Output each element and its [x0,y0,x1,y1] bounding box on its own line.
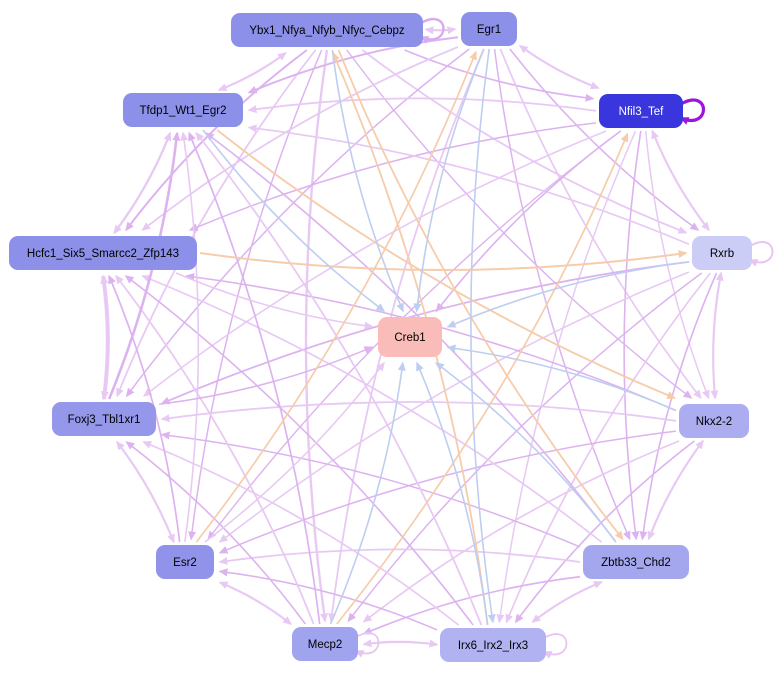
edge-zbtb33-foxj3 [160,431,581,548]
node-label-irx6: Irx6_Irx2_Irx3 [458,640,528,652]
edge-zbtb33-creb1 [434,362,617,543]
edge-nfil3-tfdp1 [247,97,597,114]
edge-esr2-creb1 [204,361,385,543]
edge-nfil3-irx6 [496,130,637,624]
edge-zbtb33-mecp2 [362,575,581,635]
edge-mecp2-tfdp1 [188,131,321,625]
edge-esr2-tfdp1 [180,131,200,543]
edge-rxrb-irx6 [505,272,711,624]
edge-zbtb33-hcfc1 [141,275,603,543]
edge-mecp2-hcfc1 [115,274,315,625]
edge-rxrb-tfdp1 [247,124,690,246]
node-label-tfdp1: Tfdp1_Wt1_Egr2 [140,105,227,117]
node-nfil3[interactable]: Nfil3_Tef [599,94,683,128]
node-egr1[interactable]: Egr1 [461,12,517,46]
edge-esr2-egr1 [195,50,477,543]
edge-nkx22-creb1 [446,344,677,412]
node-label-ybx1: Ybx1_Nfya_Nfyb_Nfyc_Cebpz [249,25,405,37]
edge-rxrb-creb1 [446,261,690,328]
edge-hcfc1-tfdp1 [113,131,172,235]
node-tfdp1[interactable]: Tfdp1_Wt1_Egr2 [123,93,243,127]
edge-irx6-esr2 [218,568,438,631]
edge-ybx1-zbtb33 [337,49,624,541]
node-label-zbtb33: Zbtb33_Chd2 [601,557,671,569]
edge-nfil3-creb1 [435,130,622,313]
edge-ybx1-rxrb [361,49,688,234]
node-label-nfil3: Nfil3_Tef [619,106,665,118]
edge-irx6-tfdp1 [195,131,483,626]
edge-egr1-rxrb [509,48,700,231]
edge-mecp2-esr2 [218,581,293,625]
self-loop-nfil3 [679,98,705,125]
node-zbtb33[interactable]: Zbtb33_Chd2 [583,545,689,579]
edge-tfdp1-nkx22 [216,129,677,399]
node-creb1[interactable]: Creb1 [378,317,442,357]
edge-rxrb-nkx22 [710,271,724,400]
edge-tfdp1-ybx1 [217,52,287,92]
node-esr2[interactable]: Esr2 [156,545,214,579]
edge-nfil3-foxj3 [142,130,607,397]
edge-hcfc1-creb1 [175,272,374,330]
node-label-egr1: Egr1 [477,24,501,36]
node-label-creb1: Creb1 [394,332,425,344]
node-label-rxrb: Rxrb [710,248,734,260]
node-nkx22[interactable]: Nkx2-2 [679,404,749,438]
edge-egr1-irx6 [470,48,496,624]
edge-zbtb33-irx6 [531,580,603,623]
node-ybx1[interactable]: Ybx1_Nfya_Nfyb_Nfyc_Cebpz [231,13,423,47]
edge-mecp2-nfil3 [336,132,629,625]
edge-nkx22-zbtb33 [647,439,704,541]
edge-nfil3-rxrb [651,129,710,232]
node-irx6[interactable]: Irx6_Irx2_Irx3 [440,628,546,662]
edge-ybx1-creb1 [331,49,404,313]
edge-rxrb-foxj3 [160,260,690,405]
edge-egr1-tfdp1 [247,36,459,94]
edge-nkx22-foxj3 [160,401,677,423]
self-loop-rxrb [748,241,774,267]
edge-zbtb33-esr2 [218,548,581,565]
edge-tfdp1-creb1 [202,129,386,312]
edge-irx6-creb1 [416,361,489,626]
edge-mecp2-creb1 [329,361,406,625]
node-label-mecp2: Mecp2 [308,639,343,651]
node-label-hcfc1: Hcfc1_Six5_Smarcc2_Zfp143 [27,248,179,260]
edge-ybx1-nkx22 [346,49,693,399]
edge-nfil3-hcfc1 [188,122,597,231]
self-loop-mecp2 [354,632,380,658]
edge-irx6-mecp2 [362,639,439,648]
edge-foxj3-creb1 [158,346,374,406]
edge-nkx22-mecp2 [362,440,680,623]
node-hcfc1[interactable]: Hcfc1_Six5_Smarcc2_Zfp143 [9,236,197,270]
edge-esr2-foxj3 [116,440,175,544]
edge-egr1-nkx22 [499,48,702,400]
node-mecp2[interactable]: Mecp2 [292,627,358,661]
edge-nfil3-zbtb33 [623,130,642,541]
edge-nkx22-esr2 [218,430,677,554]
edge-ybx1-nfil3 [404,49,595,102]
edge-ybx1-mecp2 [304,49,329,623]
edge-irx6-foxj3 [142,441,460,626]
edge-ybx1-esr2 [188,49,323,541]
self-loop-irx6 [542,633,568,659]
node-label-esr2: Esr2 [173,557,197,569]
node-label-nkx22: Nkx2-2 [696,416,732,428]
edge-egr1-foxj3 [125,48,470,398]
edge-nfil3-nkx22 [644,130,710,400]
edge-rxrb-mecp2 [347,272,703,623]
edge-egr1-hcfc1 [141,46,459,231]
edge-foxj3-hcfc1 [100,274,110,401]
edge-irx6-hcfc1 [124,275,474,626]
node-rxrb[interactable]: Rxrb [692,236,752,270]
node-label-foxj3: Foxj3_Tbl1xr1 [68,414,141,426]
edge-egr1-creb1 [413,48,485,313]
edge-ybx1-egr1 [424,26,457,35]
edge-ybx1-foxj3 [116,49,317,398]
edge-egr1-nfil3 [518,44,600,90]
self-loop-ybx1 [419,17,445,44]
node-foxj3[interactable]: Foxj3_Tbl1xr1 [52,402,156,436]
